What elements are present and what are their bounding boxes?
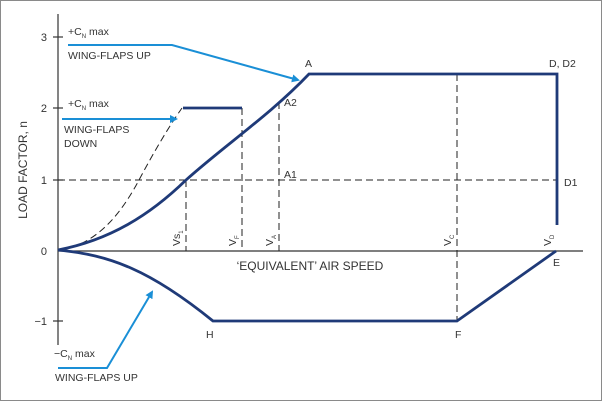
x-axis-title: ‘EQUIVALENT’ AIR SPEED (237, 259, 384, 273)
y-tick-1: 1 (41, 175, 47, 187)
flaps-up-neg-label: WING-FLAPS UP (55, 372, 138, 384)
positive-envelope (57, 72, 559, 252)
speed-va: VA (264, 235, 278, 246)
speed-vc: VC (442, 234, 456, 246)
y-tick-0: 0 (41, 246, 47, 258)
y-tick-3: 3 (41, 32, 47, 44)
arrow-flaps-up-neg (58, 290, 154, 369)
speed-vf: VF (227, 235, 241, 246)
point-a: A (305, 58, 312, 70)
cn-max-label-down: +CN max (68, 98, 110, 112)
flaps-down-label-1: WING-FLAPS (64, 124, 129, 136)
flight-envelope (57, 72, 559, 323)
annotation-arrows (58, 44, 300, 369)
flaps-down-label-2: DOWN (64, 138, 97, 150)
point-a1: A1 (284, 169, 297, 181)
reference-lines (58, 74, 557, 321)
point-e: E (553, 257, 560, 269)
point-f: F (455, 329, 461, 341)
y-tick-neg1: −1 (34, 316, 47, 328)
speed-vs1: Vs1 (171, 230, 185, 246)
cn-max-label-neg: −CN max (54, 348, 96, 362)
y-tick-2: 2 (41, 103, 47, 115)
point-h: H (206, 329, 214, 341)
point-d1: D1 (564, 177, 578, 189)
point-d: D, D2 (549, 58, 576, 70)
negative-envelope (57, 248, 557, 323)
y-axis-title: LOAD FACTOR, n (16, 121, 30, 219)
speed-vd: VD (542, 234, 556, 246)
flaps-up-label: WING-FLAPS UP (68, 50, 151, 62)
arrow-flaps-up-pos (68, 44, 300, 83)
flaps-down-curve (59, 107, 183, 251)
cn-max-label-up: +CN max (68, 26, 110, 40)
point-a2: A2 (284, 97, 297, 109)
